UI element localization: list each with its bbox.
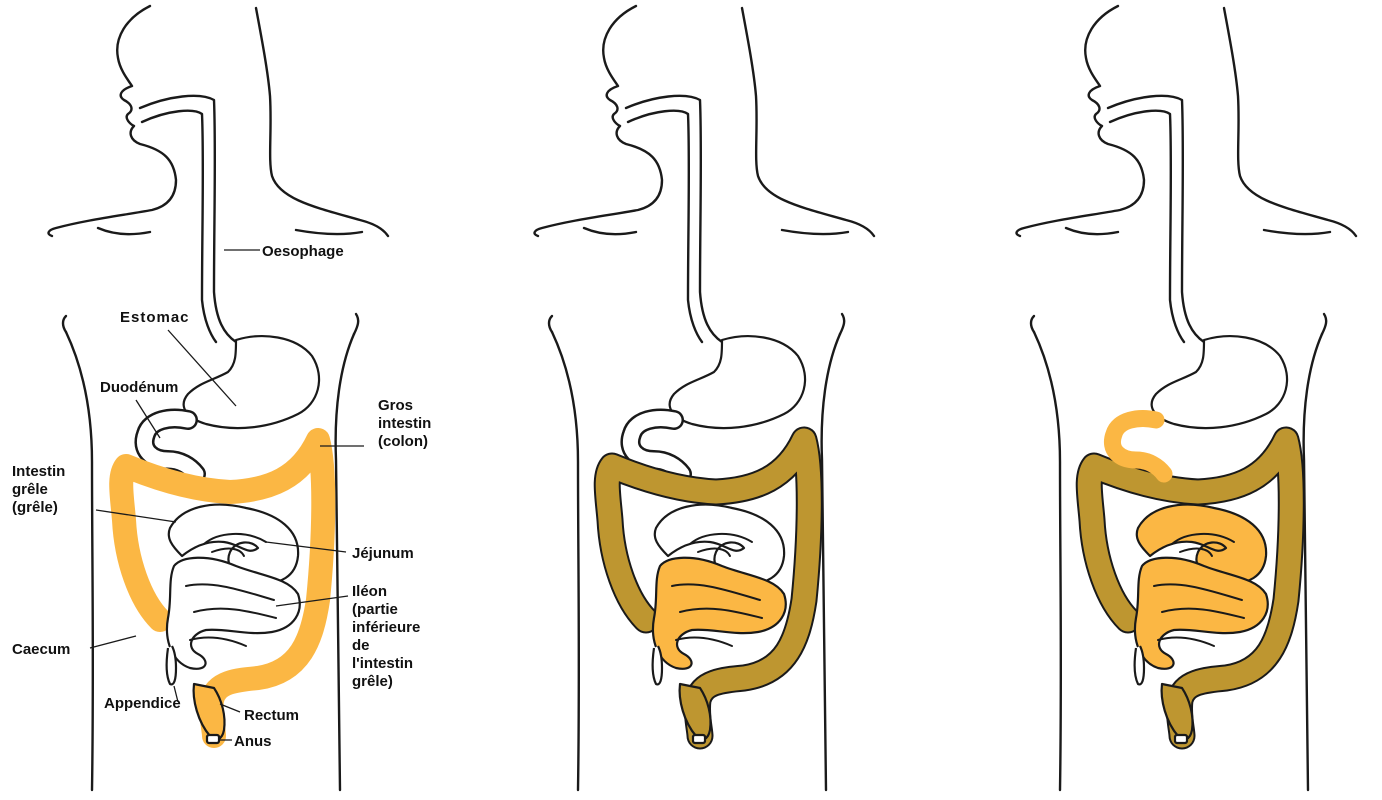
appendix [653,646,662,684]
appendix [1135,646,1144,684]
anus [207,735,219,743]
stomach [1152,336,1287,428]
label-estomac: Estomac [120,309,190,326]
panel-1: Oesophage Estomac Duodénum Gros intestin… [12,6,436,790]
anus [1175,735,1187,743]
label-appendice: Appendice [104,695,181,712]
anus [693,735,705,743]
label-jejunum: Jéjunum [352,545,414,562]
label-duodenum: Duodénum [100,379,178,396]
label-oesophage: Oesophage [262,243,344,260]
label-caecum: Caecum [12,641,70,658]
label-anus: Anus [234,733,272,750]
panel-3 [1017,6,1356,790]
label-gros-intestin: Gros intestin (colon) [378,397,436,450]
stomach [670,336,805,428]
label-ileon: Iléon (partie inférieure de l'intestin g… [352,583,425,690]
label-intestin-grele: Intestin grêle (grêle) [12,463,70,516]
stomach [184,336,319,428]
panel-2 [535,6,874,790]
appendix [167,646,176,684]
label-rectum: Rectum [244,707,299,724]
